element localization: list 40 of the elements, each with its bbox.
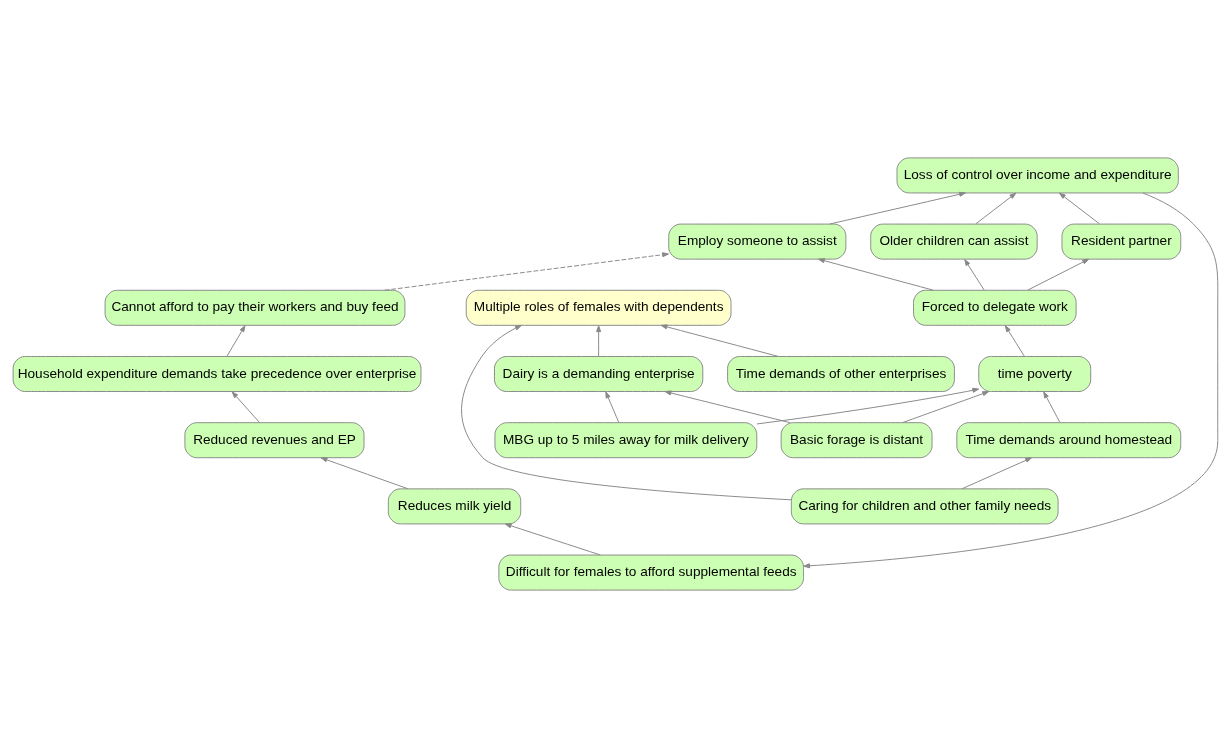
node-box: Caring for children and other family needs bbox=[790, 487, 1059, 524]
node-box: Household expenditure demands take precedence over enterprise bbox=[12, 355, 422, 392]
node-box: Resident partner bbox=[1061, 223, 1182, 260]
arrow bbox=[1043, 390, 1061, 423]
node-box: Time demands of other enterprises bbox=[727, 355, 955, 392]
arrow bbox=[461, 324, 792, 500]
arrow bbox=[829, 191, 966, 224]
node-box: Dairy is a demanding enterprise bbox=[494, 355, 704, 392]
arrow bbox=[818, 257, 934, 291]
node-box: Employ someone to assist bbox=[668, 223, 847, 260]
arrow bbox=[660, 323, 779, 357]
arrow bbox=[964, 258, 985, 290]
node-box: Multiple roles of females with dependents bbox=[465, 289, 732, 326]
arrow bbox=[902, 390, 990, 423]
node-box: MBG up to 5 miles away for milk delivery bbox=[494, 421, 758, 458]
arrow bbox=[961, 456, 1032, 489]
arrow bbox=[1059, 192, 1100, 224]
arrow bbox=[605, 390, 620, 423]
arrow bbox=[975, 192, 1017, 224]
arrow bbox=[803, 192, 1219, 568]
node-box: Forced to delegate work bbox=[913, 289, 1077, 326]
node-box: Basic forage is distant bbox=[780, 421, 933, 458]
node-box: Loss of control over income and expenditure bbox=[896, 156, 1179, 193]
node-box: Cannot afford to pay their workers and buy feed bbox=[104, 289, 406, 326]
arrow bbox=[664, 389, 791, 423]
node-box: Older children can assist bbox=[870, 223, 1038, 260]
node-box: time poverty bbox=[978, 355, 1092, 392]
arrow bbox=[1027, 258, 1090, 291]
arrow bbox=[756, 387, 980, 424]
arrow bbox=[504, 522, 601, 555]
arrow bbox=[384, 251, 669, 291]
node-box: Reduces milk yield bbox=[387, 487, 522, 524]
node-box: Time demands around homestead bbox=[956, 421, 1182, 458]
arrow bbox=[320, 456, 409, 489]
arrow bbox=[596, 324, 602, 357]
node-box: Reduced revenues and EP bbox=[184, 421, 365, 458]
arrow bbox=[226, 324, 246, 357]
arrow bbox=[231, 390, 260, 423]
arrow bbox=[1004, 324, 1025, 357]
node-box: Difficult for females to afford supplemental feeds bbox=[498, 554, 805, 591]
